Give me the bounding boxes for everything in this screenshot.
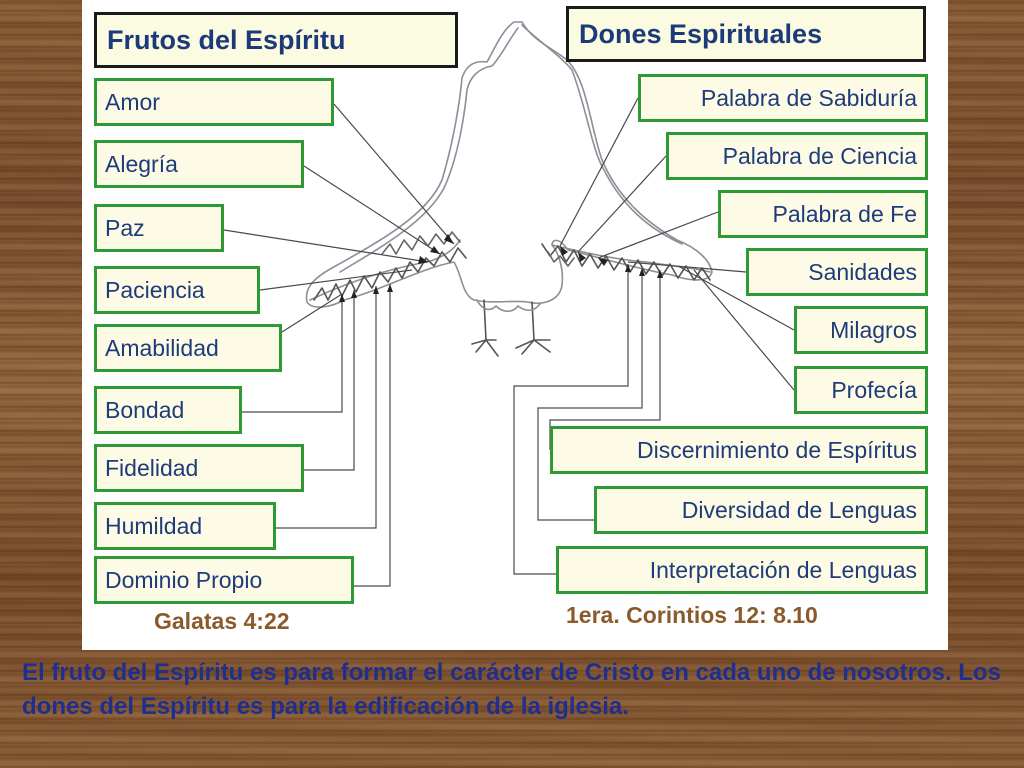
gift-label: Palabra de Sabiduría: [700, 84, 917, 111]
connector-amabilidad: [281, 293, 343, 333]
fruits-header-label: Frutos del Espíritu: [107, 24, 346, 55]
arrowhead-icon: [430, 246, 440, 254]
arrowhead-icon: [373, 286, 379, 294]
dove-body-outline-2: [339, 27, 519, 273]
connector-amor: [333, 103, 455, 245]
diagram-panel: Frutos del Espíritu Dones Espirituales A…: [82, 0, 948, 650]
gift-label: Milagros: [830, 316, 917, 343]
connector-paciencia: [259, 269, 413, 291]
connector-bondad: [242, 294, 343, 413]
arrowhead-icon: [598, 258, 608, 266]
fruit-label: Paz: [105, 214, 145, 241]
arrowhead-icon: [639, 268, 645, 276]
dove-sketch: [223, 21, 795, 587]
fruit-label: Dominio Propio: [105, 566, 263, 593]
fruit-item-amabilidad: Amabilidad: [94, 324, 282, 372]
right-feathers-2: [547, 251, 575, 267]
connector-discernimiento: [549, 270, 661, 450]
left-feathers: [313, 247, 467, 301]
fruit-label: Paciencia: [105, 276, 205, 303]
fruit-item-dominio-propio: Dominio Propio: [94, 556, 354, 604]
arrowhead-icon: [560, 246, 568, 256]
gift-item-ciencia: Palabra de Ciencia: [666, 132, 928, 180]
connector-ciencia: [577, 155, 667, 253]
connector-fe: [597, 211, 719, 259]
arrowhead-icon: [418, 256, 428, 264]
gifts-reference: 1era. Corintios 12: 8.10: [566, 602, 818, 628]
fruit-label: Bondad: [105, 396, 185, 423]
connector-dominio: [354, 284, 391, 587]
arrowhead-icon: [444, 234, 454, 244]
fruit-item-bondad: Bondad: [94, 386, 242, 434]
dove-tail: [476, 299, 541, 313]
caption-text: El fruto del Espíritu es para formar el …: [22, 659, 1001, 720]
connector-profecia: [693, 269, 795, 391]
connector-milagros: [677, 265, 795, 331]
gift-item-sabiduria: Palabra de Sabiduría: [638, 74, 928, 122]
gifts-header-label: Dones Espirituales: [579, 18, 823, 49]
gift-label: Sanidades: [808, 258, 917, 285]
gift-label: Palabra de Ciencia: [722, 142, 917, 169]
connector-humildad: [276, 286, 377, 529]
connector-interpretacion: [513, 264, 629, 575]
fruit-item-paz: Paz: [94, 204, 224, 252]
gift-label: Discernimiento de Espíritus: [637, 436, 917, 463]
fruit-item-humildad: Humildad: [94, 502, 276, 550]
fruit-label: Amabilidad: [105, 334, 219, 361]
arrowhead-icon: [387, 284, 393, 292]
gift-item-discernimiento: Discernimiento de Espíritus: [550, 426, 928, 474]
dove-body-outline: [305, 21, 713, 308]
fruits-reference: Galatas 4:22: [154, 608, 290, 634]
fruit-label: Amor: [105, 88, 160, 115]
connector-alegria: [303, 165, 441, 255]
connector-fidelidad: [304, 290, 355, 471]
connector-sanidades: [627, 261, 747, 273]
right-feathers: [541, 243, 711, 281]
gift-item-interpretacion: Interpretación de Lenguas: [556, 546, 928, 594]
gift-item-milagros: Milagros: [794, 306, 928, 354]
fruit-label: Alegría: [105, 150, 178, 177]
arrowhead-icon: [339, 294, 345, 302]
fruit-label: Humildad: [105, 512, 203, 539]
connector-paz: [223, 229, 429, 263]
gift-label: Diversidad de Lenguas: [681, 496, 917, 523]
arrowhead-icon: [625, 264, 631, 272]
fruit-item-alegria: Alegría: [94, 140, 304, 188]
gifts-header: Dones Espirituales: [566, 6, 926, 62]
arrowhead-icon: [657, 270, 663, 278]
fruit-item-fidelidad: Fidelidad: [94, 444, 304, 492]
gift-item-diversidad: Diversidad de Lenguas: [594, 486, 928, 534]
gift-label: Interpretación de Lenguas: [649, 556, 917, 583]
arrowhead-icon: [578, 252, 586, 262]
left-wing-edge: [309, 239, 461, 301]
fruit-label: Fidelidad: [105, 454, 199, 481]
fruits-header: Frutos del Espíritu: [94, 12, 458, 68]
dove-body-outline-3: [521, 24, 683, 245]
fruit-item-amor: Amor: [94, 78, 334, 126]
gift-item-fe: Palabra de Fe: [718, 190, 928, 238]
arrowhead-icon: [351, 290, 357, 298]
gift-label: Palabra de Fe: [772, 200, 917, 227]
dove-legs: [471, 299, 551, 357]
connector-sabiduria: [559, 97, 639, 247]
right-wing-edge: [551, 244, 711, 273]
gift-item-profecia: Profecía: [794, 366, 928, 414]
fruit-item-paciencia: Paciencia: [94, 266, 260, 314]
connector-diversidad: [537, 268, 643, 521]
gift-label: Profecía: [831, 376, 917, 403]
gift-item-sanidades: Sanidades: [746, 248, 928, 296]
